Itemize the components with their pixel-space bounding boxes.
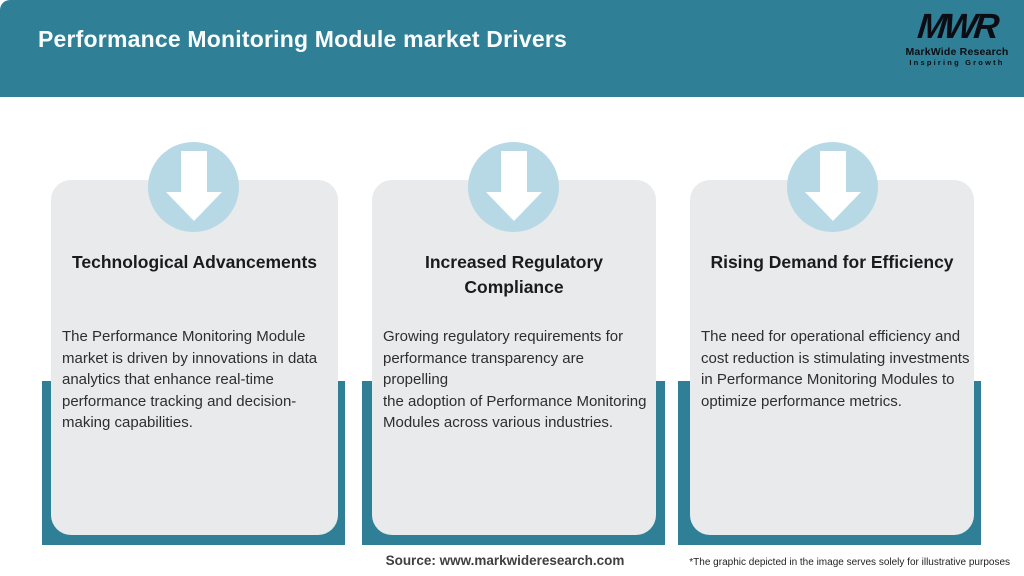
markwide-research-logo: MWR MarkWide Research Inspiring Growth: [902, 7, 1012, 68]
down-arrow-glyph: [805, 151, 861, 221]
down-arrow-icon: [468, 142, 559, 232]
card-body: The need for operational efficiency and …: [701, 328, 970, 410]
card-title: Increased Regulatory Compliance: [425, 252, 603, 297]
header-bar: Performance Monitoring Module market Dri…: [0, 0, 1024, 97]
driver-card-technological-advancements: Technological Advancements The Performan…: [51, 180, 338, 535]
source-text: Source: www.markwideresearch.com: [385, 553, 625, 568]
driver-card-increased-regulatory-compliance: Increased Regulatory Compliance Growing …: [372, 180, 656, 535]
driver-card-rising-demand-for-efficiency: Rising Demand for Efficiency The need fo…: [690, 180, 974, 535]
logo-monogram: MWR: [915, 7, 999, 46]
logo-tagline: Inspiring Growth: [909, 58, 1005, 67]
card-body: Growing regulatory requirements for perf…: [383, 328, 647, 431]
down-arrow-glyph: [166, 151, 222, 221]
disclaimer-text: *The graphic depicted in the image serve…: [689, 557, 1010, 568]
down-arrow-icon: [148, 142, 239, 232]
logo-name: MarkWide Research: [905, 46, 1009, 58]
down-arrow-glyph: [486, 151, 542, 221]
card-title: Technological Advancements: [71, 252, 318, 272]
down-arrow-icon: [787, 142, 878, 232]
card-body: The Performance Monitoring Module market…: [62, 328, 318, 431]
page-title: Performance Monitoring Module market Dri…: [38, 26, 567, 52]
card-title: Rising Demand for Efficiency: [710, 252, 954, 272]
